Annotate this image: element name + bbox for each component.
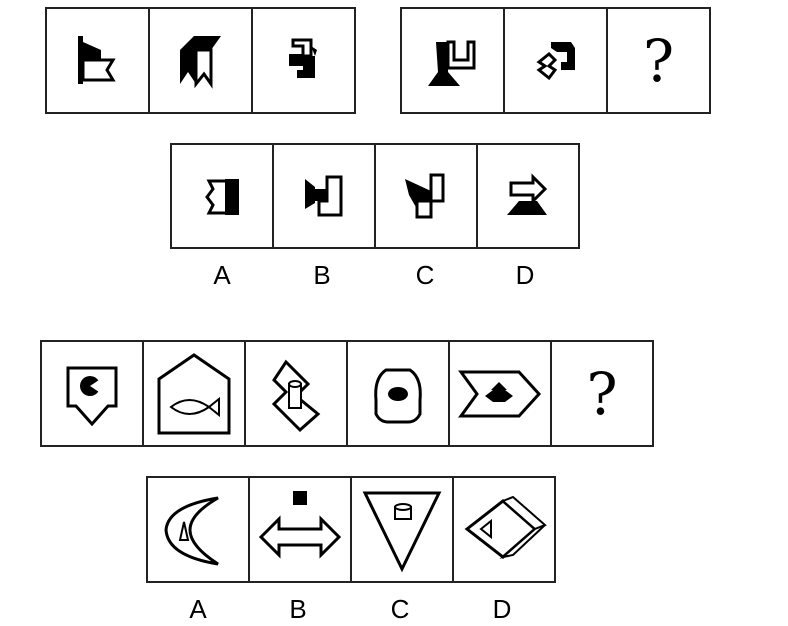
p1-option-d[interactable] [476, 143, 580, 249]
p1-label-d: D [515, 260, 535, 290]
p2-option-a[interactable] [146, 476, 250, 583]
p1-label-a: A [213, 260, 231, 290]
puzzle1-question-row-right: ? [400, 7, 711, 114]
puzzle1-options-row [170, 143, 580, 249]
puzzle1-question-row-left [45, 7, 356, 114]
p2-question-mark: ? [586, 359, 618, 428]
p2-q-cell-4 [346, 340, 450, 447]
p1-q-cell-4 [400, 7, 505, 114]
p1-label-c: C [415, 260, 435, 290]
p1-option-a-figure [205, 179, 239, 215]
p1-label-b: B [313, 260, 331, 290]
p1-bookmark-figure [179, 35, 221, 89]
p2-octagon-dot-figure [374, 368, 422, 423]
p2-option-d[interactable] [452, 476, 556, 583]
p2-q-cell-6: ? [550, 340, 654, 447]
p2-option-c-figure [362, 491, 442, 572]
p2-q-cell-1 [40, 340, 144, 447]
p2-label-b: B [289, 594, 307, 624]
p1-anvil-figure [427, 40, 475, 86]
p2-label-a: A [189, 594, 207, 624]
p2-arrow-pacman-figure [66, 366, 118, 426]
p1-q-cell-1 [45, 7, 150, 114]
p2-option-b-figure [258, 490, 342, 559]
p2-option-d-figure [464, 495, 547, 559]
p1-question-mark: ? [642, 26, 675, 95]
p2-label-d: D [492, 594, 512, 624]
p2-house-fish-figure [157, 352, 231, 434]
p2-bent-diamond-cylinder-figure [271, 359, 321, 432]
puzzle2-options-row [146, 476, 556, 583]
p1-q-cell-2 [148, 7, 253, 114]
p2-option-c[interactable] [350, 476, 454, 583]
p1-q-cell-5 [503, 7, 608, 114]
p1-hook-figure [535, 41, 575, 80]
p1-q-cell-6: ? [606, 7, 711, 114]
p1-q-cell-3 [251, 7, 356, 114]
p1-option-c-figure [405, 173, 445, 219]
p1-flag-figure [77, 35, 116, 84]
puzzle2-question-row: ? [40, 340, 654, 447]
p1-option-b-figure [305, 175, 343, 217]
p2-q-cell-2 [142, 340, 246, 447]
p2-option-a-figure [164, 496, 219, 565]
p1-option-c[interactable] [374, 143, 478, 249]
p2-label-c: C [390, 594, 410, 624]
p1-step-figure [288, 38, 317, 78]
p1-option-d-figure [507, 173, 548, 215]
p2-option-b[interactable] [248, 476, 352, 583]
p2-q-cell-3 [244, 340, 348, 447]
p1-option-a[interactable] [170, 143, 274, 249]
p2-chevron-arrows-figure [458, 370, 542, 417]
p2-q-cell-5 [448, 340, 552, 447]
p1-option-b[interactable] [272, 143, 376, 249]
